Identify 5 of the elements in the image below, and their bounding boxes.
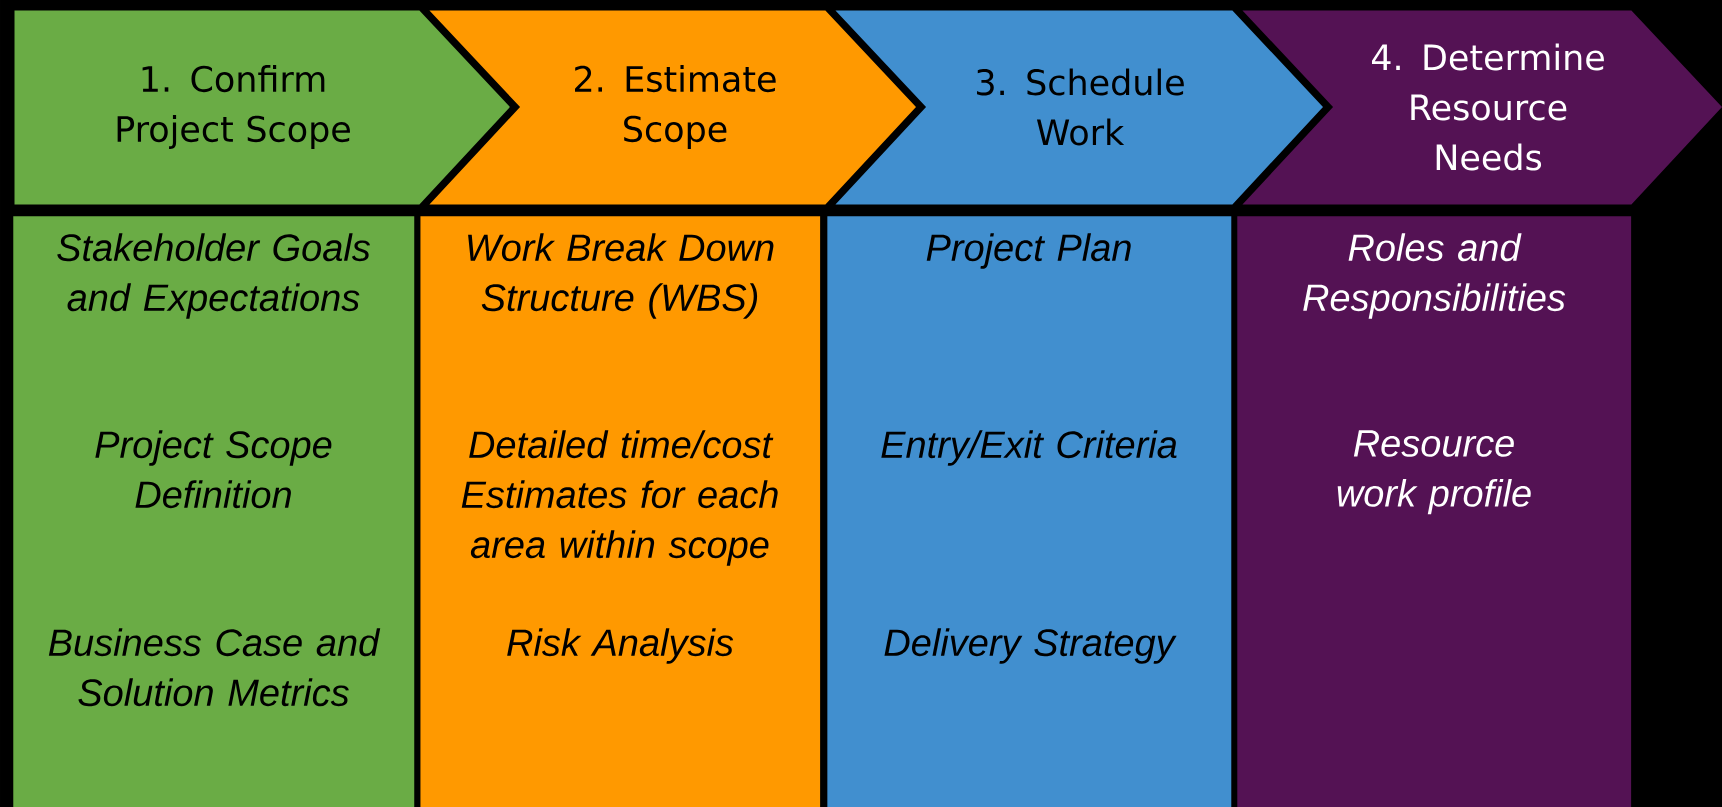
column-box: Project Plan Entry/Exit Criteria Delivery Strategy	[827, 216, 1232, 807]
column-box: Work Break Down Structure (WBS) Detailed time/cost Estimates for each area within scope Risk Analysis	[420, 216, 821, 807]
process-step: 1. Confirm Project Scope	[11, 7, 515, 208]
column-box: Stakeholder Goals and Expectations Project Scope Definition Business Case and Solution Metrics	[13, 216, 415, 807]
column-box: Roles and Responsibilities Resource work profile	[1237, 216, 1632, 807]
